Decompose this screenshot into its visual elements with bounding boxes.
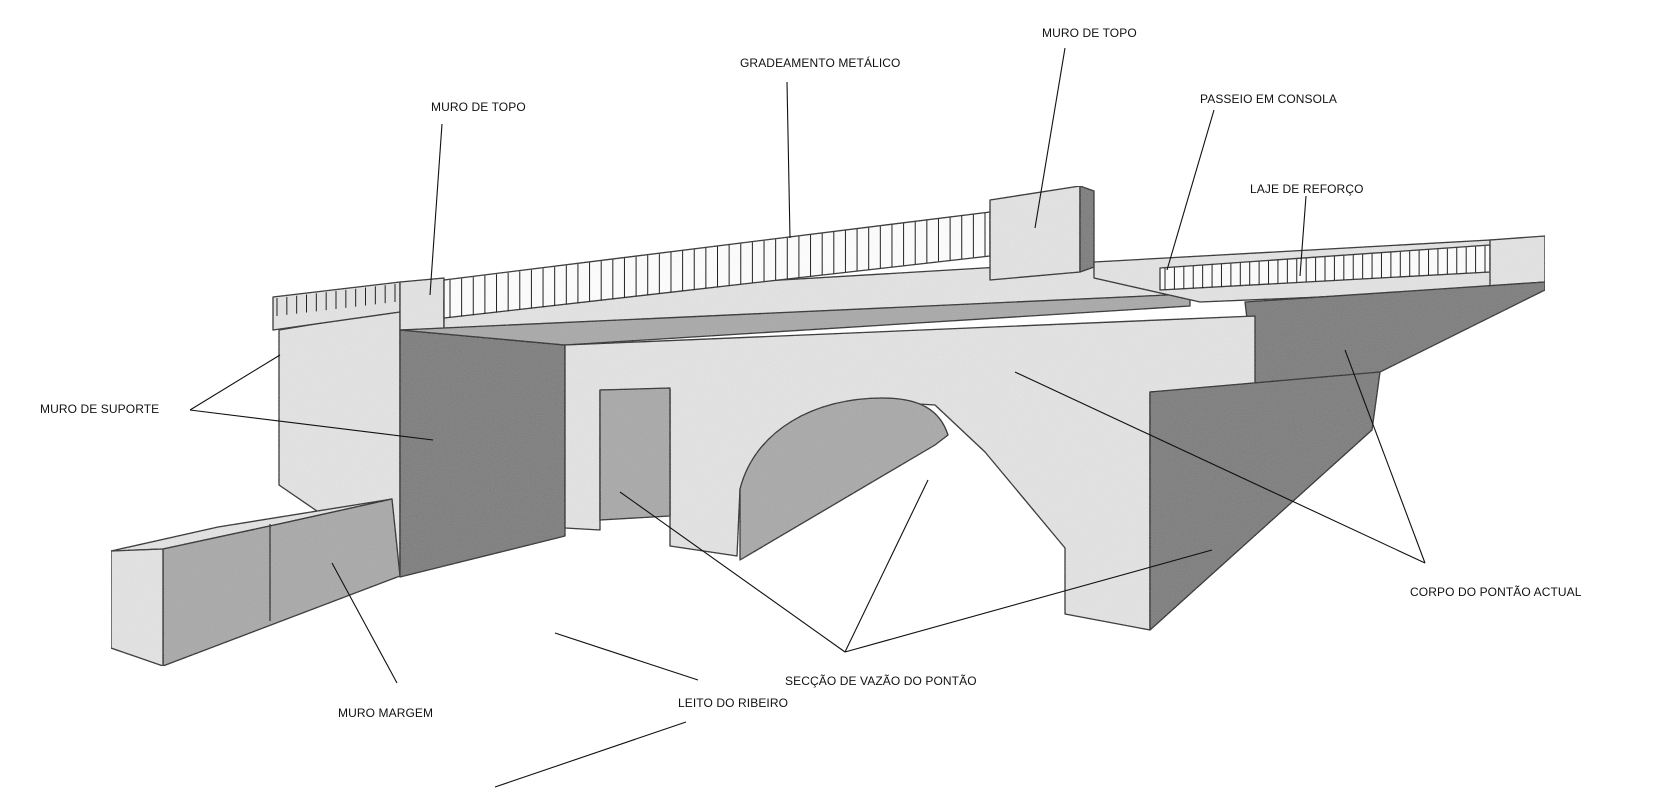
label-leito-do-ribeiro: LEITO DO RIBEIRO (678, 696, 789, 710)
muro-margem-side (162, 498, 401, 667)
pontao-left-opening (599, 387, 671, 521)
bridge-structure (110, 185, 1546, 667)
leader-muro-topo-left (429, 123, 443, 296)
leader-muro-suporte-b (189, 409, 434, 441)
leader-leito-b (494, 721, 687, 788)
label-passeio-em-consola: PASSEIO EM CONSOLA (1200, 92, 1337, 106)
passeio-posts (1164, 246, 1486, 290)
muro-suporte-inner-face (399, 329, 566, 578)
leader-lines (189, 47, 1426, 788)
label-muro-de-suporte: MURO DE SUPORTE (40, 402, 160, 416)
label-laje-de-reforco: LAJE DE REFORÇO (1250, 182, 1364, 196)
muro-margem-end (110, 548, 164, 667)
deck-underside-edge (399, 293, 1191, 346)
leader-corpo-b (1344, 349, 1426, 564)
leader-gradeamento (786, 81, 791, 239)
leader-corpo-a (1014, 371, 1426, 564)
muro-topo-left-block (399, 277, 445, 331)
leader-leito-a (554, 632, 699, 681)
leader-laje (1299, 195, 1307, 277)
leader-seccao-b (844, 479, 929, 653)
label-corpo-do-pontao-actual: CORPO DO PONTÃO ACTUAL (1410, 585, 1582, 599)
pontao-right-pier-side (1149, 371, 1381, 631)
label-muro-de-topo-right: MURO DE TOPO (1042, 26, 1137, 40)
label-gradeamento-metalico: GRADEAMENTO METÁLICO (740, 56, 901, 70)
pontao-arch-intrados (739, 397, 949, 561)
label-muro-margem: MURO MARGEM (338, 706, 434, 720)
label-muro-de-topo-left: MURO DE TOPO (431, 100, 526, 114)
muro-topo-right-front (989, 185, 1081, 281)
leader-seccao-c (844, 549, 1213, 653)
leader-muro-suporte-a (189, 354, 281, 411)
label-seccao-de-vazao: SECÇÃO DE VAZÃO DO PONTÃO (785, 674, 977, 688)
passeio-end-block (1489, 235, 1546, 287)
muro-topo-right-side (1079, 185, 1095, 273)
leader-muro-topo-right (1034, 47, 1066, 229)
leader-muro-margem (331, 562, 398, 684)
leader-passeio (1166, 109, 1215, 271)
railing-left-posts (276, 284, 396, 316)
railing-posts (449, 213, 986, 318)
leader-seccao-a (619, 491, 846, 653)
